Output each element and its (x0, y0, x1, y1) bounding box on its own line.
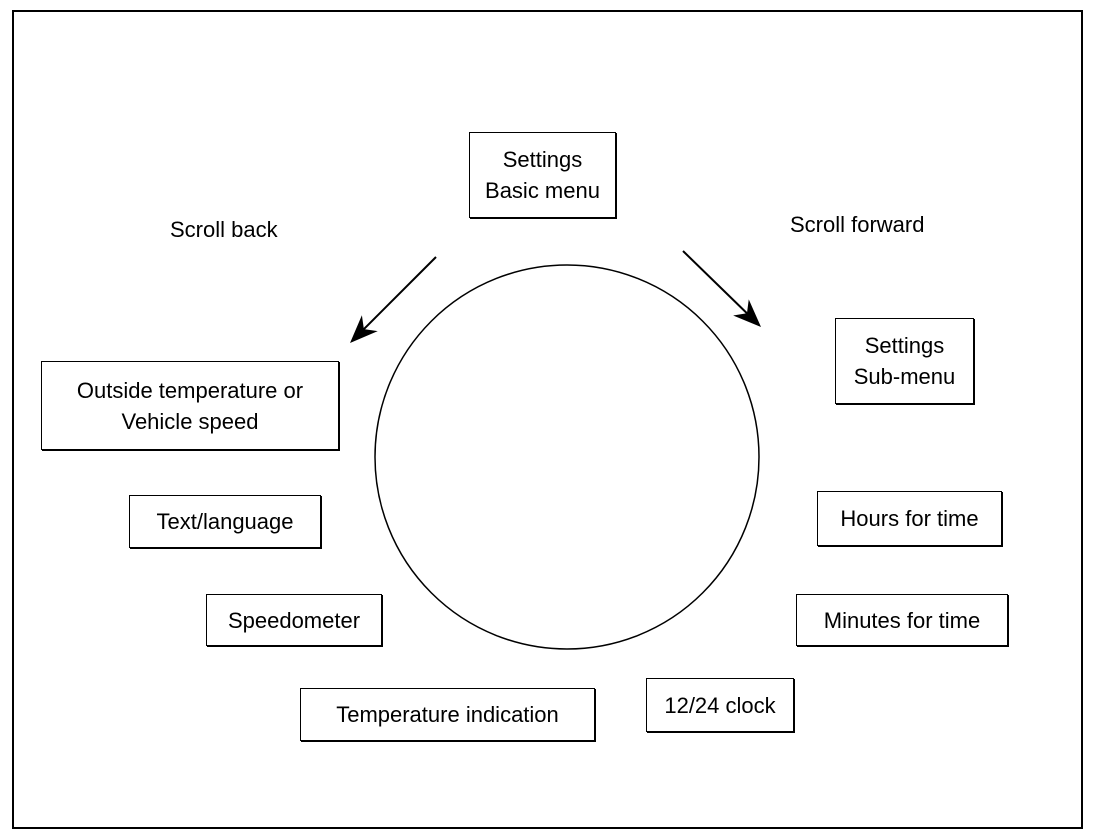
scroll-back-label: Scroll back (170, 217, 278, 242)
speedometer-box: Speedometer (206, 594, 382, 646)
minutes-for-time-box: Minutes for time (796, 594, 1008, 646)
scroll-forward-label: Scroll forward (790, 212, 925, 237)
temperature-indication-box: Temperature indication (300, 688, 595, 741)
menu-cycle-circle (374, 264, 760, 650)
text-language-box: Text/language (129, 495, 321, 548)
12-24-clock-box: 12/24 clock (646, 678, 794, 732)
hours-for-time-box: Hours for time (817, 491, 1002, 546)
scroll-forward-arrow (682, 250, 762, 327)
settings-sub-menu-box: Settings Sub-menu (835, 318, 974, 404)
outside-temperature-or-vehicle-speed-box: Outside temperature or Vehicle speed (41, 361, 339, 450)
settings-basic-menu-box: Settings Basic menu (469, 132, 616, 218)
scroll-back-arrow (350, 256, 437, 343)
